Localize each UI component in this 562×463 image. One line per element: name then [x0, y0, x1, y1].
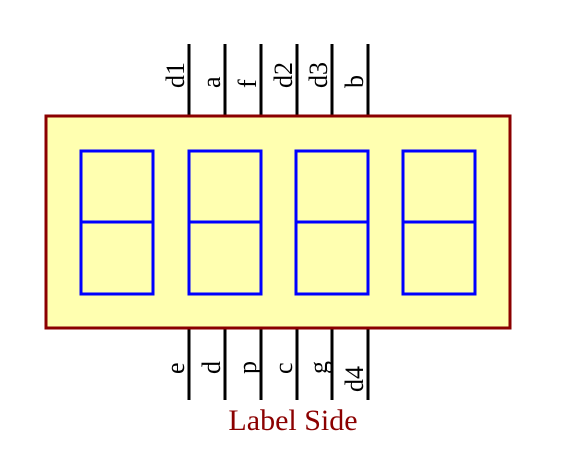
label-side-caption: Label Side [228, 404, 357, 437]
pin-label-d: d [197, 361, 226, 374]
pin-label-d4: d4 [340, 366, 369, 392]
pin-label-p: p [233, 361, 262, 374]
pin-label-a: a [197, 76, 226, 88]
digit [401, 149, 477, 296]
digit [294, 149, 370, 296]
pin-label-f: f [233, 79, 262, 88]
digit [187, 149, 263, 296]
pin-label-e: e [161, 362, 190, 374]
bottom-pin-leads [187, 328, 370, 400]
top-pin-leads [187, 44, 370, 116]
pin-label-c: c [269, 362, 298, 374]
digit-outlines [79, 149, 477, 296]
pin-label-b: b [340, 75, 369, 88]
pin-label-g: g [304, 361, 333, 374]
digit [79, 149, 155, 296]
pin-label-d3: d3 [304, 62, 333, 88]
pin-label-d1: d1 [161, 62, 190, 88]
pin-label-d2: d2 [269, 62, 298, 88]
